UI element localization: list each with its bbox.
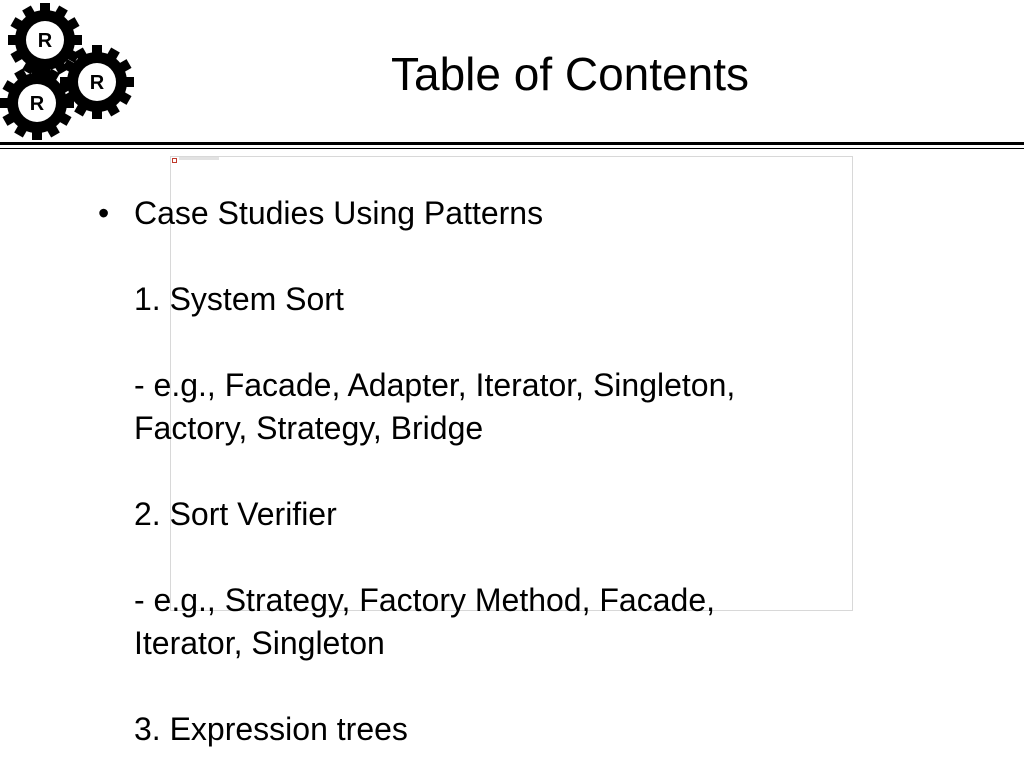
section-title: 1. System Sort [134, 281, 344, 317]
image-placeholder-frame [170, 156, 853, 611]
gear-icon: R [8, 3, 82, 77]
bullet-item: • Case Studies Using Patterns 1. System … [96, 192, 896, 751]
section-examples: - e.g., Strategy, Factory Method, Facade… [134, 582, 715, 618]
gear-letter: R [38, 30, 53, 52]
gear-letter: R [90, 72, 105, 94]
broken-image-icon [172, 158, 177, 163]
header-divider-thin [0, 148, 1024, 149]
header-divider-thick [0, 142, 1024, 145]
section-title: 2. Sort Verifier [134, 496, 337, 532]
content-body: • Case Studies Using Patterns 1. System … [96, 192, 896, 751]
section-examples: Factory, Strategy, Bridge [134, 410, 484, 446]
gear-icon: R [60, 45, 134, 119]
logo: R R R [0, 0, 140, 142]
section-examples: - e.g., Facade, Adapter, Iterator, Singl… [134, 367, 736, 403]
gear-icon: R [0, 66, 74, 140]
gear-letter: R [30, 93, 45, 115]
bullet-dot: • [98, 195, 110, 231]
section-title: 3. Expression trees [134, 711, 408, 747]
page-title: Table of Contents [390, 48, 749, 100]
gear-logo-icon: R R R [0, 3, 134, 140]
bullet-heading: Case Studies Using Patterns [134, 195, 544, 231]
broken-image-caption [179, 157, 219, 160]
section-examples: Iterator, Singleton [134, 625, 385, 661]
